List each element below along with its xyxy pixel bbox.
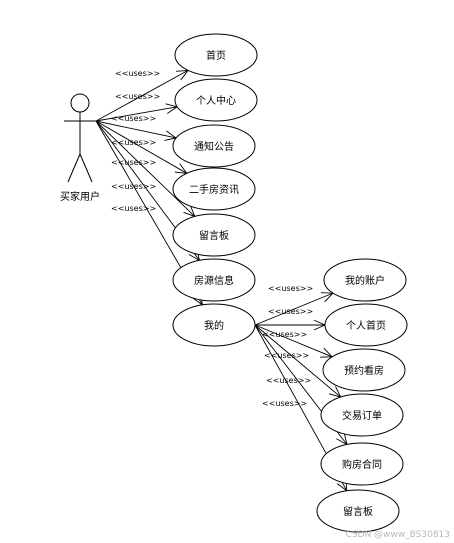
use-case-news-ellipse	[172, 167, 256, 211]
use-case-board-label: 留言板	[199, 229, 229, 242]
use-case-booking-label: 预约看房	[344, 364, 384, 377]
use-case-account-label: 我的账户	[345, 274, 385, 287]
relation-news-line	[95, 120, 187, 174]
relation-home-line	[95, 69, 189, 122]
use-case-profile-ellipse	[324, 303, 408, 347]
watermark: CSDN @www_BS30813	[345, 530, 450, 540]
relation-notice-line	[95, 120, 177, 139]
use-case-msgboard-ellipse	[316, 489, 400, 533]
use-case-listing-label: 房源信息	[194, 274, 234, 287]
relation-center-uses-label: <<uses>>	[115, 92, 160, 101]
use-case-msgboard-label: 留言板	[343, 505, 373, 518]
use-case-home-label: 首页	[206, 49, 226, 62]
use-case-news-label: 二手房资讯	[189, 183, 239, 196]
relation-board-uses-label: <<uses>>	[111, 158, 156, 167]
relation-mine-profile-uses-label: <<uses>>	[268, 307, 313, 316]
use-case-mine-ellipse	[172, 303, 256, 347]
use-case-notice-ellipse	[172, 124, 256, 168]
use-case-booking-ellipse	[322, 348, 406, 392]
relation-center-line	[95, 106, 178, 122]
use-case-listing-ellipse	[172, 258, 256, 302]
use-case-profile-label: 个人首页	[346, 319, 386, 332]
relation-mine-account-uses-label: <<uses>>	[268, 284, 313, 293]
relation-mine-orders-uses-label: <<uses>>	[264, 351, 309, 360]
actor-head	[70, 93, 90, 113]
relation-board-line	[95, 120, 196, 217]
use-case-contract-label: 购房合同	[342, 458, 382, 471]
actor-right-leg	[79, 153, 93, 183]
relation-notice-uses-label: <<uses>>	[111, 114, 156, 123]
use-case-orders-ellipse	[320, 393, 404, 437]
relation-mine-booking-uses-label: <<uses>>	[262, 330, 307, 339]
relation-mine-contract-uses-label: <<uses>>	[266, 376, 311, 385]
actor-label: 买家用户	[60, 190, 100, 203]
actor-left-leg	[67, 153, 81, 183]
actor: 买家用户	[60, 93, 100, 203]
use-case-account-ellipse	[323, 258, 407, 302]
use-case-orders-label: 交易订单	[342, 409, 382, 422]
relation-mine-msgboard-uses-label: <<uses>>	[262, 399, 307, 408]
use-case-center-label: 个人中心	[196, 94, 236, 107]
use-case-mine-label: 我的	[204, 319, 224, 332]
relation-mine-orders-line	[254, 324, 341, 398]
relation-mine-booking-line	[254, 324, 333, 358]
use-case-center-ellipse	[174, 78, 258, 122]
use-case-home-ellipse	[174, 33, 258, 77]
relation-mine-account-line	[254, 292, 334, 326]
relation-home-uses-label: <<uses>>	[115, 69, 160, 78]
relation-mine-uses-label: <<uses>>	[111, 204, 156, 213]
relation-news-uses-label: <<uses>>	[111, 138, 156, 147]
use-case-board-ellipse	[172, 213, 256, 257]
use-cases-layer: 首页个人中心通知公告二手房资讯留言板房源信息我的我的账户个人首页预约看房交易订单…	[172, 33, 408, 533]
use-case-contract-ellipse	[320, 442, 404, 486]
use-case-notice-label: 通知公告	[194, 140, 234, 153]
